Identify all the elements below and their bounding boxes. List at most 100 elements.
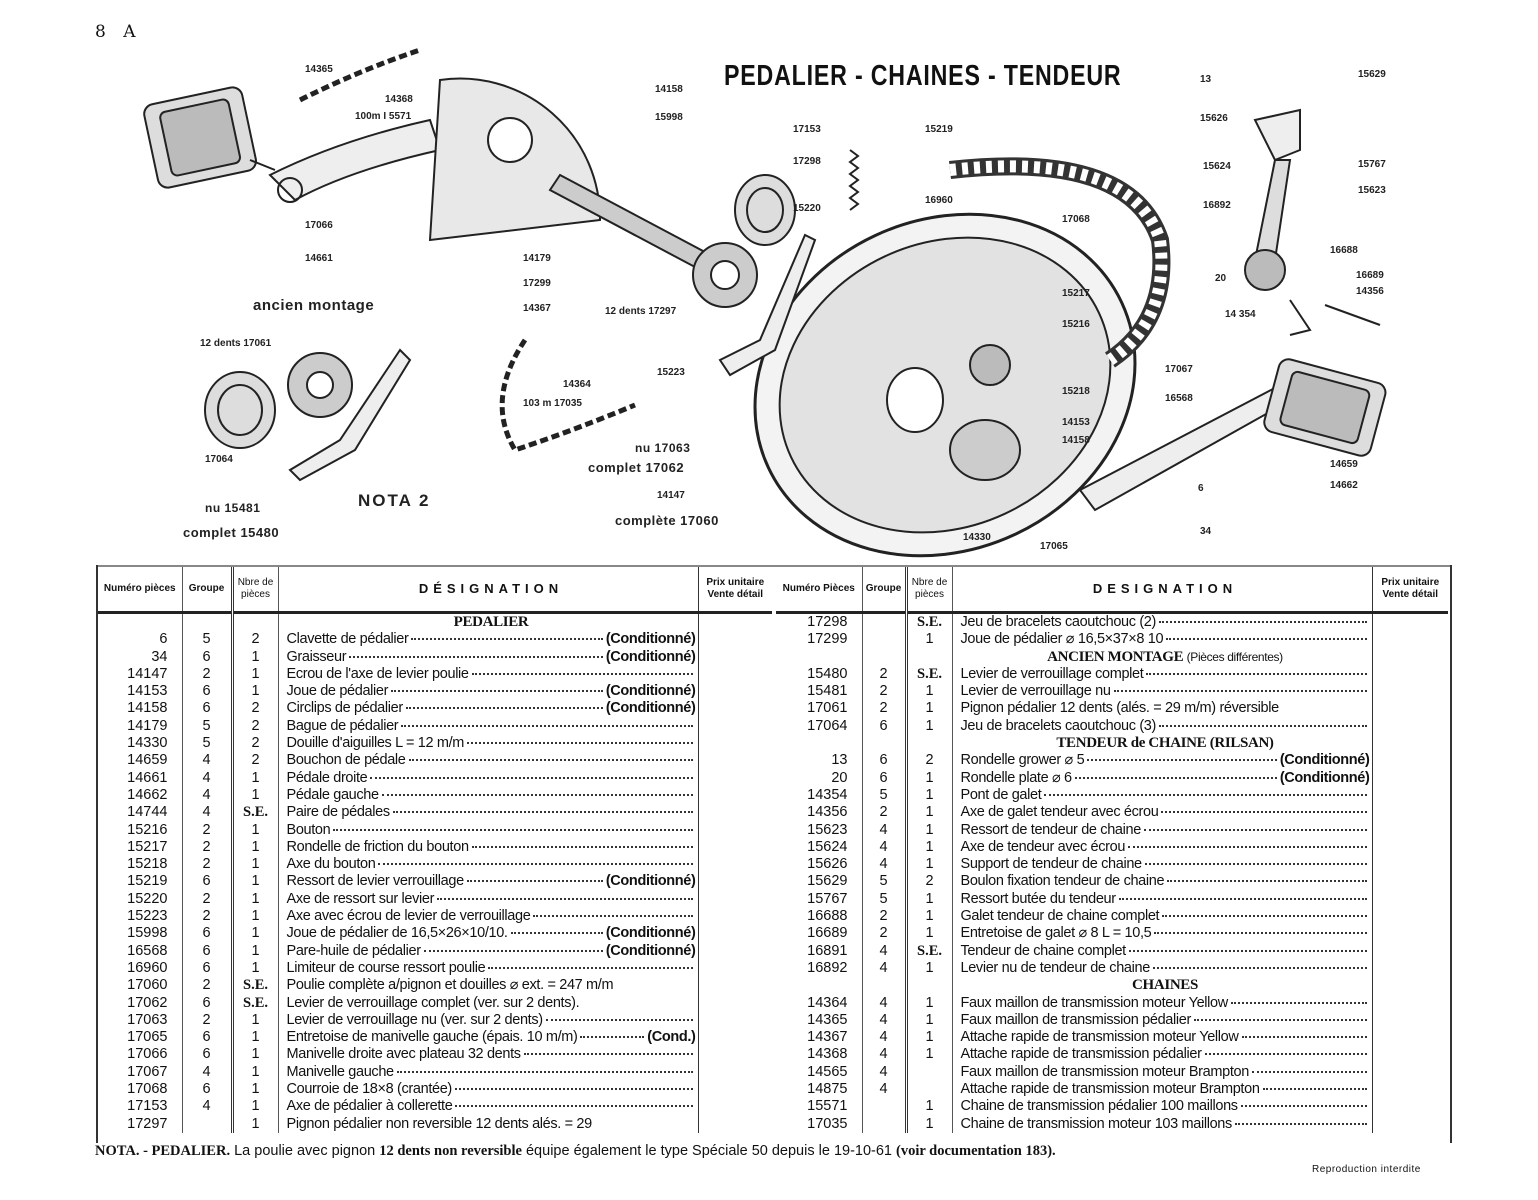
cell-nbre: 1 [906, 1011, 953, 1030]
note-bold-1: NOTA. - PEDALIER. [95, 1143, 231, 1159]
cell-groupe: 4 [182, 769, 234, 787]
cell-designation: Attache rapide de transmission moteur Br… [952, 1081, 1373, 1099]
cell-groupe [862, 1115, 908, 1133]
dot-leader [471, 845, 693, 848]
header-prix: Prix unitaire Vente détail [1372, 567, 1448, 614]
cell-groupe: 4 [182, 804, 234, 822]
cell-nbre [906, 648, 953, 666]
dot-leader [408, 758, 693, 762]
cell-numero: 14356 [776, 804, 863, 822]
cell-groupe: 6 [862, 717, 908, 736]
cell-groupe: 4 [182, 786, 234, 805]
cell-designation: Paire de pédales [278, 804, 699, 822]
cell-numero: 16568 [98, 942, 183, 960]
cell-groupe: 5 [182, 631, 234, 649]
cell-designation: Joue de pédalier de 16,5×26×10/10.(Condi… [278, 925, 699, 943]
cell-numero: 20 [776, 769, 863, 787]
section-heading: PEDALIER [278, 612, 699, 632]
note-text-2: équipe également le type Spéciale 50 dep… [521, 1143, 897, 1159]
spring-drawing [848, 149, 860, 211]
cell-designation: Pont de galet [952, 786, 1373, 805]
designation-text: Levier nu de tendeur de chaine [960, 959, 1151, 976]
dot-leader [1113, 689, 1367, 693]
cell-nbre: S.E. [906, 942, 953, 960]
designation-text: Levier de verrouillage complet [960, 665, 1144, 682]
section-heading: ANCIEN MONTAGE (Pièces différentes) [952, 648, 1373, 666]
callout-14364: 14364 [563, 379, 591, 390]
callout-15217: 15217 [1062, 288, 1090, 299]
dot-leader [1167, 879, 1367, 883]
note-bold-3: (voir documentation 183). [896, 1143, 1056, 1159]
cell-numero: 15481 [776, 683, 863, 701]
cell-designation: Douille d'aiguilles L = 12 m/m [278, 735, 699, 753]
left-pedal-drawing [143, 86, 276, 189]
cell-nbre: 1 [906, 1046, 953, 1064]
dot-leader [471, 672, 693, 675]
dot-leader [1128, 845, 1367, 848]
dot-leader [1251, 1070, 1367, 1073]
right-crank-drawing [268, 118, 442, 202]
cell-numero: 15626 [776, 856, 863, 874]
cell-numero: 14565 [776, 1063, 863, 1082]
cell-designation: Levier de verrouillage complet (ver. sur… [278, 994, 699, 1012]
cell-nbre: 1 [906, 959, 953, 978]
callout-15218: 15218 [1062, 386, 1090, 397]
cell-prix [698, 735, 772, 752]
header-nbre: Nbre de pièces [232, 567, 279, 614]
cell-prix [1372, 804, 1448, 821]
chainring-hole-drawing [487, 117, 533, 163]
callout-15998: 15998 [655, 112, 683, 123]
callout-14662: 14662 [1330, 480, 1358, 491]
callout-17068: 17068 [1062, 214, 1090, 225]
cell-groupe: 5 [862, 786, 908, 805]
cell-numero: 15217 [98, 838, 183, 857]
cell-groupe: 6 [182, 994, 234, 1012]
callout-15767: 15767 [1358, 159, 1386, 170]
ancien-montage-drawing [204, 348, 412, 482]
cell-designation: Axe avec écrou de levier de verrouillage [278, 908, 699, 926]
cell-designation: Support de tendeur de chaine [952, 856, 1373, 874]
locking-lever-drawing [718, 233, 817, 377]
cell-groupe: 4 [862, 1081, 908, 1099]
cell-prix [698, 718, 772, 735]
designation-text: Axe de tendeur avec écrou [960, 838, 1126, 855]
dot-leader [401, 724, 693, 727]
cell-numero: 16892 [776, 959, 863, 978]
callout-14158-b: 14158 [1062, 435, 1090, 446]
cell-groupe: 2 [862, 700, 908, 718]
cell-designation: Faux maillon de transmission moteur Yell… [952, 994, 1373, 1012]
designation-text: Boulon fixation tendeur de chaine [960, 873, 1165, 890]
cell-prix [1372, 977, 1448, 994]
table-frame [96, 565, 1452, 1143]
cell-prix [698, 666, 772, 683]
designation-text: Graisseur [286, 648, 347, 665]
conditionne-tag: (Conditionné) [1279, 752, 1370, 769]
cell-numero [98, 612, 183, 632]
cell-designation: Limiteur de course ressort poulie [278, 959, 699, 978]
designation-text: Bague de pédalier [286, 717, 399, 734]
cell-designation: Ecrou de l'axe de levier poulie [278, 665, 699, 684]
header-designation: DESIGNATION [952, 567, 1373, 614]
cell-groupe: 2 [182, 1011, 234, 1030]
cell-nbre: S.E. [232, 994, 279, 1012]
designation-text: Clavette de pédalier [286, 631, 409, 648]
dot-leader [467, 741, 693, 745]
table-top-rule [97, 565, 1450, 567]
cell-numero: 15220 [98, 890, 183, 909]
cell-nbre: 1 [232, 1115, 279, 1133]
dot-leader [1162, 914, 1367, 918]
cell-prix [698, 1029, 772, 1046]
dot-leader [1044, 793, 1367, 796]
